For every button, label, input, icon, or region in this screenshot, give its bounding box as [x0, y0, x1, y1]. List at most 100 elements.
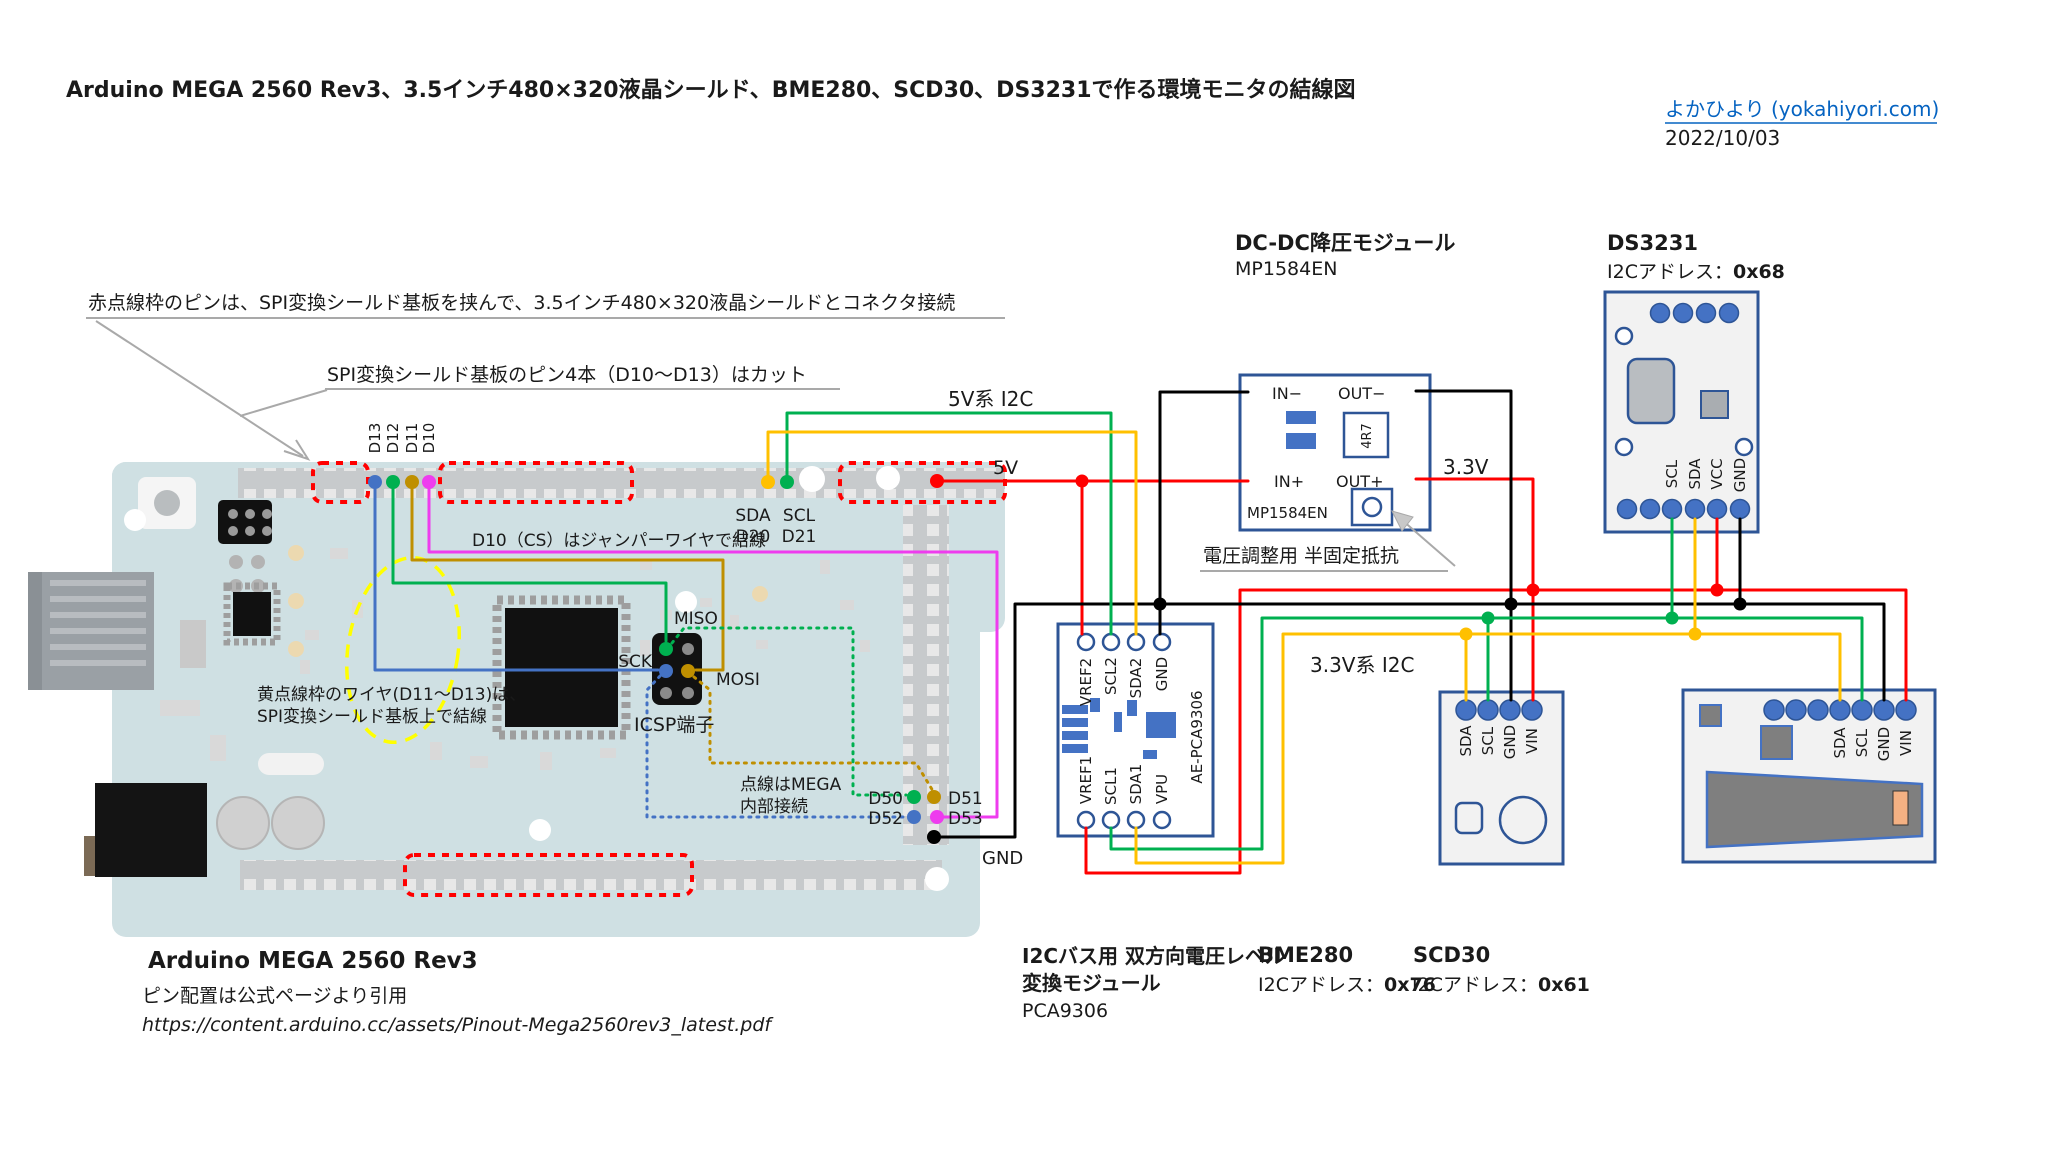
dcdc-chip-label: MP1584EN — [1247, 504, 1328, 522]
battery-holder — [1626, 357, 1676, 425]
pca9306-pin-scl1: SCL1 — [1102, 767, 1120, 805]
pca9306-module: VREF2 SCL2 GND SDA2 GND VREF1 SCL1 SDA1 … — [1056, 622, 1215, 838]
page-title: Arduino MEGA 2560 Rev3、3.5インチ480×320液晶シー… — [66, 77, 1356, 103]
pin-label-d21: D21 — [782, 527, 817, 547]
red-dashed-frame-2 — [438, 461, 634, 504]
ds3231-pin-scl: SCL — [1663, 459, 1681, 488]
annotation-spi-cut: SPI変換シールド基板のピン4本（D10〜D13）はカット — [239, 364, 840, 417]
annotation-dotted-2: 内部接続 — [740, 797, 808, 817]
ds3231-title: DS3231 — [1607, 231, 1698, 255]
red-dashed-frame-bottom — [403, 853, 694, 897]
pin-label-miso: MISO — [674, 609, 718, 629]
wire-d10-d53 — [427, 487, 999, 819]
scd30-pin-gnd: GND — [1875, 727, 1893, 761]
dcdc-pin-out-minus: OUT− — [1338, 384, 1385, 403]
scd30-sensor-chamber — [1705, 770, 1924, 849]
pin-label-mosi: MOSI — [716, 670, 760, 690]
pca9306-pin-vref1: VREF1 — [1077, 756, 1095, 804]
net-label-5v: 5V — [993, 457, 1018, 479]
bme280-pin-sda: SDA — [1457, 725, 1475, 757]
pca9306-part: PCA9306 — [1022, 1000, 1108, 1022]
bottom-pin-header — [240, 860, 942, 890]
inductor-label: 4R7 — [1360, 423, 1375, 449]
scd30-module: SDA SCL GND VIN — [1681, 688, 1937, 864]
scd30-pin-vin: VIN — [1897, 730, 1915, 756]
annotation-yellow-frame-1: 黄点線枠のワイヤ(D11〜D13)は、 — [257, 685, 526, 705]
annotation-yellow-frame-2: SPI変換シールド基板上で結線 — [257, 707, 487, 727]
dcdc-part: MP1584EN — [1235, 258, 1337, 280]
ds3231-pin-gnd: GND — [1731, 458, 1749, 492]
pca9306-pin-vpu: VPU — [1153, 774, 1171, 804]
dcdc-pin-in-plus: IN+ — [1274, 472, 1304, 491]
net-label-gnd: GND — [982, 848, 1023, 869]
bme280-pin-gnd: GND — [1501, 725, 1519, 759]
annotation-red-frame: 赤点線枠のピンは、SPI変換シールド基板を挟んで、3.5インチ480×320液晶… — [86, 292, 1005, 461]
pca9306-pin-vref2: VREF2 — [1077, 658, 1095, 706]
pin-label-d50: D50 — [868, 789, 903, 809]
wire-5v — [935, 477, 1908, 875]
annotation-dotted-1: 点線はMEGA — [740, 775, 842, 795]
annotation-d10-cs: D10（CS）はジャンパーワイヤで結線 — [472, 531, 766, 551]
pca9306-caption-1: I2Cバス用 双方向電圧レベル — [1022, 944, 1285, 968]
pin-label-sda: SDA — [735, 506, 771, 526]
yellow-dashed-ellipse — [345, 555, 461, 745]
annotation-red-frame-text: 赤点線枠のピンは、SPI変換シールド基板を挟んで、3.5インチ480×320液晶… — [88, 292, 955, 314]
annotation-trimmer: 電圧調整用 半固定抵抗 — [1200, 510, 1456, 572]
ds3231-module: DS3231 I2Cアドレス：0x68 SCL SDA VCC GND — [1603, 231, 1785, 534]
scd30-address: I2Cアドレス：0x61 — [1412, 974, 1590, 996]
net-label-5v-i2c: 5V系 I2C — [948, 387, 1033, 411]
bme280-module: SDA SCL GND VIN — [1438, 690, 1565, 866]
arrow-head — [283, 439, 311, 461]
pin-label-sck: SCK — [618, 652, 653, 672]
red-dashed-frame-1 — [311, 461, 370, 504]
wire-d13-sck — [373, 487, 660, 672]
ds3231-address: I2Cアドレス：0x68 — [1607, 261, 1785, 283]
pca9306-pin-sda2: SDA2 — [1127, 658, 1145, 699]
site-link[interactable]: よかひより (yokahiyori.com) — [1665, 97, 1939, 121]
pin-label-d11: D11 — [403, 423, 421, 454]
dcdc-pin-out-plus: OUT+ — [1336, 472, 1383, 491]
pin-label-d52: D52 — [868, 809, 903, 829]
pca9306-board-label: AE-PCA9306 — [1188, 690, 1206, 783]
wire-d11-mosi — [410, 487, 725, 672]
board-components-decoration — [124, 466, 949, 891]
pin-label-d53: D53 — [948, 809, 983, 829]
atmega2560-chip — [505, 608, 618, 727]
net-label-3v3: 3.3V — [1443, 455, 1489, 479]
bme280-pin-scl: SCL — [1479, 726, 1497, 755]
wire-d12-miso — [391, 487, 668, 643]
pca9306-pin-gnd: GND — [1153, 657, 1171, 691]
dotted-sck-d52 — [645, 674, 907, 819]
pin-label-d13: D13 — [366, 423, 384, 454]
wire-sda — [766, 430, 1842, 865]
pca9306-pin-sda1: SDA1 — [1127, 764, 1145, 805]
pca9306-pin-scl2: SCL2 — [1102, 657, 1120, 695]
dcdc-pin-in-minus: IN− — [1272, 384, 1302, 403]
bme280-pin-vin: VIN — [1523, 728, 1541, 754]
net-label-3v3-i2c: 3.3V系 I2C — [1310, 653, 1414, 677]
pca9306-caption-2: 変換モジュール — [1022, 971, 1161, 995]
dotted-mosi-d51 — [692, 675, 935, 793]
bme280-sensor — [1498, 795, 1548, 845]
dcdc-module: DC-DC降圧モジュール MP1584EN 4R7 MP1584EN IN− O… — [1235, 231, 1455, 532]
annotation-trimmer-text: 電圧調整用 半固定抵抗 — [1203, 545, 1399, 567]
pin-label-d51: D51 — [948, 789, 983, 809]
scd30-pin-sda: SDA — [1831, 727, 1849, 759]
right-pin-header — [903, 505, 949, 845]
bme280-address: I2Cアドレス：0x76 — [1258, 974, 1436, 996]
dcdc-title: DC-DC降圧モジュール — [1235, 231, 1455, 255]
bme280-title: BME280 — [1258, 943, 1353, 967]
junction-dots — [368, 474, 1747, 844]
arduino-caption-url: https://content.arduino.cc/assets/Pinout… — [142, 1014, 774, 1036]
wire-scl — [785, 411, 1864, 851]
power-jack — [95, 783, 207, 877]
inductor — [1342, 411, 1390, 459]
arrow-head — [1391, 510, 1414, 532]
pin-label-d10: D10 — [420, 423, 438, 454]
pin-label-d12: D12 — [384, 423, 402, 454]
pin-label-d20: D20 — [736, 527, 771, 547]
arduino-caption: Arduino MEGA 2560 Rev3 — [148, 948, 478, 974]
scd30-title: SCD30 — [1413, 943, 1490, 967]
